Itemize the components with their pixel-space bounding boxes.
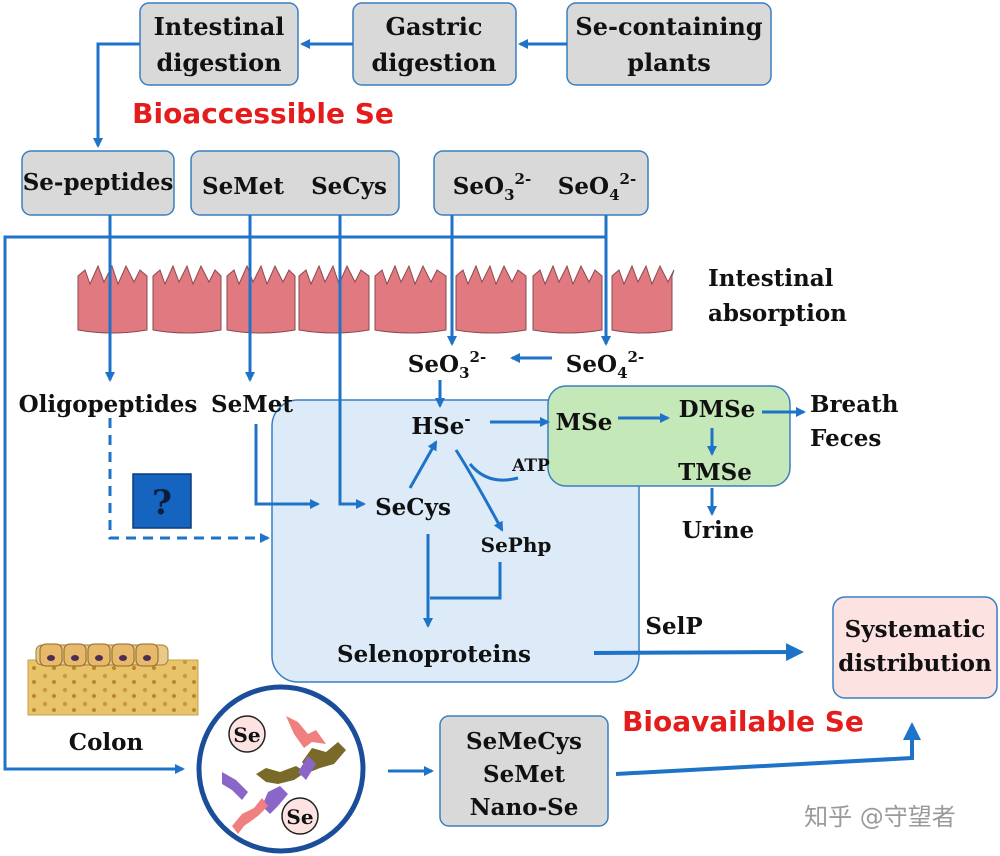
se-peptides-box: Se-peptides — [21, 150, 175, 216]
se-plants-line1: Se-containing — [575, 12, 762, 41]
se-plants-line2: plants — [627, 48, 711, 77]
watermark: 知乎 @守望者 — [804, 803, 956, 831]
feces-label: Feces — [810, 425, 881, 452]
arrow-secys-to-cell — [338, 215, 366, 509]
se-peptides-label: Se-peptides — [23, 169, 174, 196]
bacterium-pink-1 — [286, 716, 326, 748]
cell-region — [271, 399, 640, 683]
gut-microbiota-circle: Se Se — [196, 684, 366, 854]
selenoproteins-label: Selenoproteins — [337, 641, 531, 668]
arrow-hse-to-sephp — [454, 449, 504, 532]
urine-label: Urine — [682, 517, 754, 544]
oligopeptides-label: Oligopeptides — [19, 391, 198, 418]
colon-label: Colon — [69, 729, 144, 756]
seo3-mid-label: SeO32- — [408, 348, 486, 382]
semet-secys-box: SeMet SeCys — [190, 150, 400, 216]
bioavailable-heading: Bioavailable Se — [622, 705, 864, 738]
systematic-distribution-box: Systematic distribution — [832, 596, 998, 699]
seo4-label: SeO42- — [558, 170, 636, 204]
arrow-products-to-distribution — [615, 722, 921, 776]
arrow-selp-to-distribution — [593, 643, 804, 662]
bioaccessible-heading: Bioaccessible Se — [132, 97, 394, 130]
bacterium-olive-1 — [256, 766, 306, 784]
intestinal-digestion-box: Intestinal digestion — [139, 2, 299, 86]
intestinal-line2: digestion — [156, 48, 281, 77]
nano-se-label: Nano-Se — [470, 794, 579, 821]
selenite-selenate-box: SeO32- SeO42- — [433, 150, 649, 216]
semecys-label: SeMeCys — [466, 728, 582, 755]
line-colon-bypass — [3, 235, 606, 774]
se-particle-1 — [228, 715, 266, 753]
intestinal-absorption-line1: Intestinal — [708, 265, 834, 292]
question-box: ? — [132, 473, 192, 529]
colon-products-box: SeMeCys SeMet Nano-Se — [439, 715, 609, 827]
atp-curve — [468, 463, 519, 482]
line-sephp-to-selenoproteins — [430, 562, 502, 600]
liver-region — [547, 385, 791, 487]
arrows — [3, 39, 921, 776]
arrow-intestinal-to-sepeptides — [93, 42, 140, 148]
gastric-line1: Gastric — [385, 12, 482, 41]
intestinal-absorption-line2: absorption — [708, 300, 847, 327]
semet-product-label: SeMet — [483, 761, 565, 788]
bacterium-purple-2 — [262, 786, 288, 814]
mse-label: MSe — [556, 409, 613, 436]
bacterium-purple-3 — [298, 756, 316, 780]
gastric-digestion-box: Gastric digestion — [352, 2, 517, 86]
systematic-line2: distribution — [838, 650, 992, 677]
secys-cell-label: SeCys — [375, 494, 451, 521]
seo4-mid-label: SeO42- — [566, 348, 644, 382]
selp-label: SelP — [645, 613, 702, 640]
sephp-label: SePhp — [481, 533, 552, 557]
question-mark: ? — [152, 483, 172, 523]
intestinal-villi — [77, 264, 675, 334]
bacterium-pink-2 — [232, 798, 268, 834]
se-particle-2-label: Se — [286, 805, 313, 829]
bacterium-purple-1 — [222, 772, 248, 800]
breath-label: Breath — [810, 391, 899, 418]
arrow-semet-to-cell — [254, 424, 320, 509]
arrow-secys-to-hse — [408, 440, 438, 489]
secys-label: SeCys — [311, 173, 387, 200]
dmse-label: DMSe — [679, 396, 756, 423]
se-plants-box: Se-containing plants — [566, 2, 772, 86]
intestinal-line1: Intestinal — [154, 12, 285, 41]
se-particle-2 — [281, 797, 319, 835]
systematic-line1: Systematic — [845, 616, 986, 643]
hse-label: HSe- — [411, 410, 470, 440]
tmse-label: TMSe — [678, 459, 752, 486]
seo3-label: SeO32- — [453, 170, 531, 204]
atp-label: ATP — [511, 456, 550, 476]
semet-mid-label: SeMet — [211, 391, 293, 418]
semet-label: SeMet — [202, 173, 284, 200]
se-particle-1-label: Se — [233, 723, 260, 747]
colon-tissue-image — [27, 643, 199, 716]
gastric-line2: digestion — [371, 48, 496, 77]
arrow-oligopeptides-dashed — [108, 418, 270, 543]
